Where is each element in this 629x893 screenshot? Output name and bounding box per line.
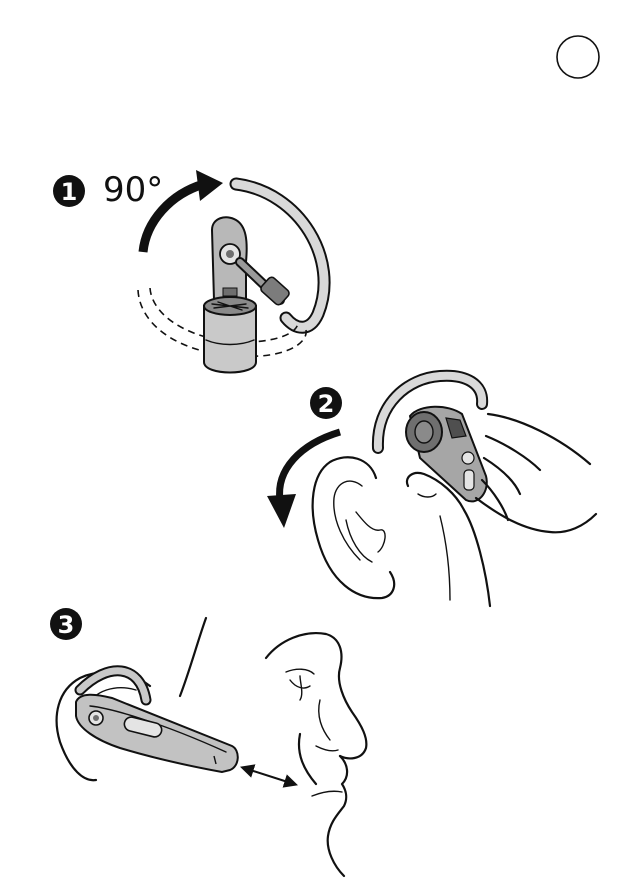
- step-3-number: 3: [58, 611, 75, 639]
- step-1-badge: 1: [53, 175, 85, 207]
- step-2-badge: 2: [310, 387, 342, 419]
- step-3-badge: 3: [50, 608, 82, 640]
- double-arrow-icon: [244, 768, 294, 784]
- step-1-number: 1: [61, 178, 78, 206]
- step-3-group: 3: [50, 608, 366, 876]
- headset-body-step1: [204, 217, 291, 372]
- ear-illustration: [313, 457, 395, 598]
- step-1-group: 1 90°: [53, 170, 324, 373]
- headset-body-step3: [76, 695, 238, 772]
- page-corner-circle: [557, 36, 599, 78]
- rotation-angle-label: 90°: [103, 170, 163, 210]
- step-2-number: 2: [318, 390, 335, 418]
- step-2-group: 2: [267, 376, 596, 606]
- curved-down-arrow-icon: [267, 432, 340, 528]
